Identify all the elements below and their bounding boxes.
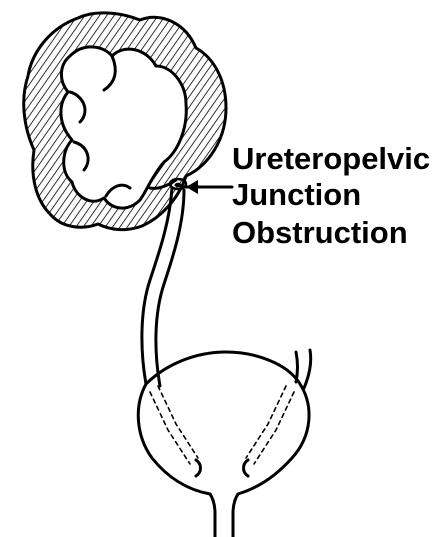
kidney <box>24 13 226 230</box>
pointer-arrow <box>186 180 232 194</box>
bladder <box>138 350 310 537</box>
label-line-2: Junction <box>232 176 361 214</box>
label-line-3: Obstruction <box>232 214 408 252</box>
label-line-1: Ureteropelvic <box>232 140 430 178</box>
